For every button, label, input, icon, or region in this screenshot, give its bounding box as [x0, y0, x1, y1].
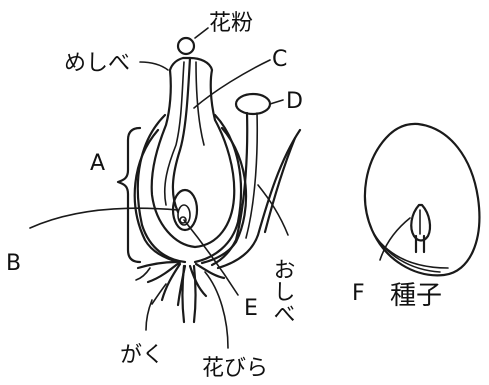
- label-c: C: [272, 47, 287, 72]
- label-pistil: めしべ: [64, 51, 130, 76]
- leader-pollen: [195, 28, 208, 38]
- label-petal: 花びら: [202, 356, 268, 381]
- label-stamen-o: おしべ: [270, 258, 295, 324]
- leader-c: [194, 60, 270, 108]
- pollen-grain: [178, 38, 194, 54]
- leader-f: [380, 218, 410, 260]
- label-e: E: [244, 296, 258, 321]
- label-sepal: がく: [120, 343, 164, 368]
- label-seed: 種子: [390, 281, 442, 311]
- label-a: A: [90, 151, 105, 176]
- leader-d: [270, 100, 283, 104]
- leader-petal: [205, 272, 228, 348]
- label-b: B: [6, 251, 21, 276]
- flower-section: [30, 28, 300, 348]
- label-pollen: 花粉: [209, 11, 253, 36]
- seed-section: [365, 124, 479, 275]
- leader-pistil: [140, 62, 168, 70]
- label-d: D: [286, 89, 303, 114]
- pollen-tube: [173, 58, 190, 212]
- sepal: [138, 262, 224, 305]
- leader-stamen: [258, 185, 288, 235]
- anther: [236, 94, 270, 114]
- label-f: F: [352, 281, 365, 306]
- leader-sepal: [146, 300, 152, 330]
- bracket-a: [118, 128, 140, 262]
